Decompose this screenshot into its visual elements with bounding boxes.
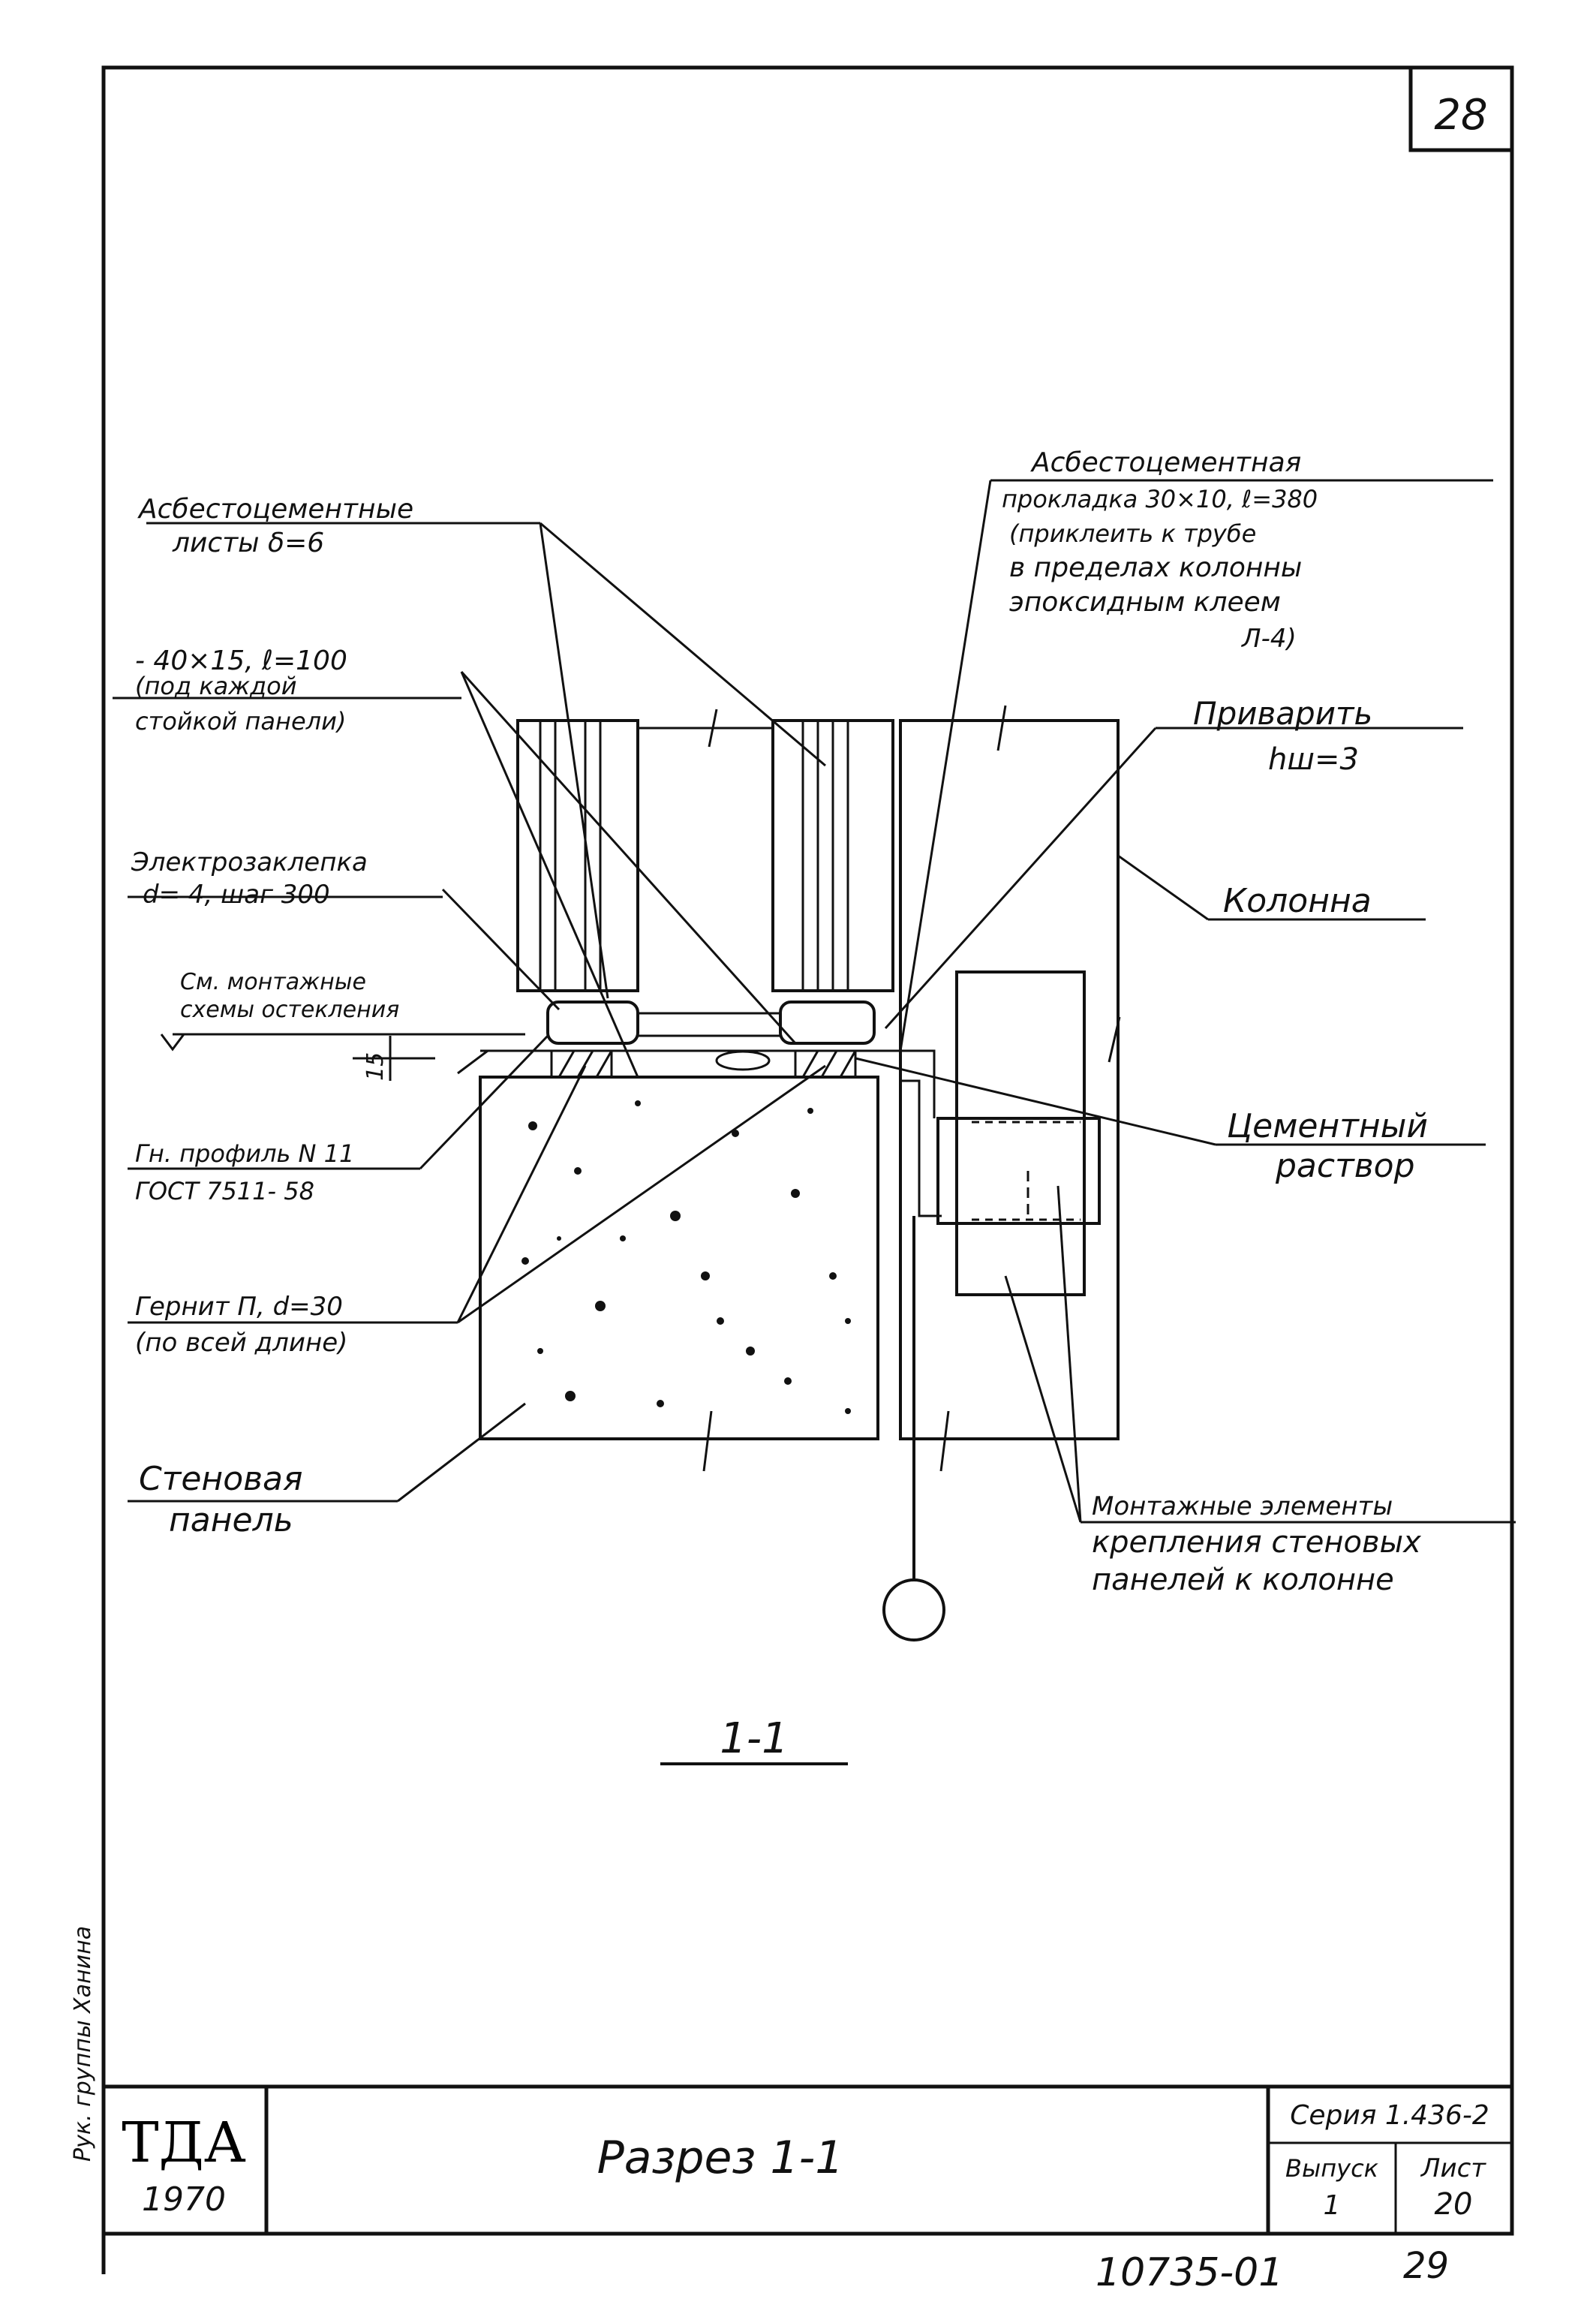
title-block: ТДА 1970 Разрез 1-1 Серия 1.436-2 Выпуск… — [104, 2084, 1512, 2234]
svg-text:hш=3: hш=3 — [1268, 742, 1359, 777]
dim-value: 15 — [362, 1052, 389, 1081]
sheet-frame — [101, 65, 1514, 2236]
svg-text:(приклеить к трубе: (приклеить к трубе — [1009, 519, 1256, 548]
svg-text:Асбестоцементные: Асбестоцементные — [137, 494, 413, 525]
svg-text:крепления стеновых: крепления стеновых — [1092, 1525, 1421, 1560]
svg-text:Цементный: Цементный — [1227, 1107, 1428, 1145]
svg-text:листы δ=6: листы δ=6 — [172, 528, 324, 558]
svg-text:Колонна: Колонна — [1223, 882, 1372, 920]
leader-lines — [113, 479, 1516, 1524]
callout-weld: Приварить hш=3 — [1193, 695, 1372, 777]
svg-text:d= 4, шаг 300: d= 4, шаг 300 — [143, 880, 330, 910]
mount-plate — [955, 970, 1086, 1296]
svg-text:раствор: раствор — [1275, 1147, 1415, 1185]
callout-wall-panel: Стеновая панель — [139, 1460, 302, 1539]
sheet-label: Лист — [1420, 2153, 1486, 2183]
issue-value: 1 — [1324, 2190, 1341, 2221]
svg-text:ГОСТ 7511- 58: ГОСТ 7511- 58 — [135, 1177, 314, 1205]
svg-text:схемы остекления: схемы остекления — [180, 997, 399, 1023]
svg-text:прокладка 30×10, ℓ=380: прокладка 30×10, ℓ=380 — [1002, 485, 1318, 513]
concrete-hatch — [521, 1100, 851, 1414]
callout-rivet: Электрозаклепка d= 4, шаг 300 — [131, 847, 368, 910]
gernit-cords — [550, 1049, 857, 1079]
svg-text:стойкой панели): стойкой панели) — [135, 707, 346, 736]
section-cut-marker — [882, 1216, 945, 1641]
svg-text:Монтажные элементы: Монтажные элементы — [1092, 1491, 1393, 1521]
pipe-profiles — [457, 1001, 900, 1075]
wall-panel-body — [479, 1076, 879, 1440]
svg-text:панель: панель — [169, 1501, 293, 1539]
svg-text:Стеновая: Стеновая — [139, 1460, 302, 1498]
section-mark: 1-1 — [720, 1714, 788, 1763]
bottom-code: 10735-01 — [1096, 2250, 1283, 2295]
issue-label: Выпуск — [1285, 2154, 1379, 2183]
callout-strip: - 40×15, ℓ=100 (под каждой стойкой панел… — [135, 645, 347, 736]
svg-text:См. монтажные: См. монтажные — [180, 969, 366, 995]
svg-text:(по всей длине): (по всей длине) — [135, 1328, 347, 1358]
svg-text:в пределах колонны: в пределах колонны — [1009, 552, 1302, 583]
svg-text:Гн. профиль N 11: Гн. профиль N 11 — [135, 1139, 354, 1168]
svg-text:Л-4): Л-4) — [1240, 624, 1297, 654]
callout-gernit: Гернит П, d=30 (по всей длине) — [135, 1292, 347, 1358]
panel-left — [516, 719, 639, 992]
glazing-panels — [516, 709, 894, 992]
glazing-level-mark: 15 — [160, 1033, 525, 1081]
callout-asbestos-sheets: Асбестоцементные листы δ=6 — [137, 494, 413, 558]
mount-bracket — [936, 1117, 1101, 1225]
svg-text:Гернит П, d=30: Гернит П, d=30 — [135, 1292, 343, 1322]
series-label: Серия 1.436-2 — [1290, 2100, 1489, 2131]
svg-text:эпоксидным клеем: эпоксидным клеем — [1009, 587, 1281, 618]
callout-asbestos-gasket: Асбестоцементная прокладка 30×10, ℓ=380 … — [1002, 447, 1318, 654]
side-note: Рук. группы Ханина — [70, 1926, 96, 2162]
svg-text:Электрозаклепка: Электрозаклепка — [131, 847, 368, 877]
sheet-number-box — [1408, 65, 1514, 152]
wall-panel-section — [479, 1076, 950, 1472]
sheet-title: Разрез 1-1 — [597, 2132, 844, 2184]
sheet-number: 28 — [1434, 91, 1487, 140]
callout-profile: Гн. профиль N 11 ГОСТ 7511- 58 — [135, 1139, 354, 1205]
org-year: 1970 — [142, 2180, 226, 2219]
svg-text:Асбестоцементная: Асбестоцементная — [1030, 447, 1301, 478]
bottom-page: 29 — [1403, 2245, 1449, 2287]
svg-text:(под каждой: (под каждой — [135, 672, 297, 700]
svg-text:Приварить: Приварить — [1193, 695, 1372, 732]
callout-mortar: Цементный раствор — [1227, 1107, 1428, 1185]
callout-mount-elements: Монтажные элементы крепления стеновых па… — [1092, 1491, 1421, 1597]
org-name: ТДА — [122, 2111, 246, 2175]
svg-text:- 40×15, ℓ=100: - 40×15, ℓ=100 — [135, 645, 347, 676]
callout-glazing-ref: См. монтажные схемы остекления — [180, 969, 399, 1023]
callout-column: Колонна — [1223, 882, 1372, 920]
sheet-value: 20 — [1435, 2187, 1473, 2222]
mount-elements — [893, 970, 1101, 1296]
svg-text:панелей к колонне: панелей к колонне — [1092, 1563, 1394, 1597]
